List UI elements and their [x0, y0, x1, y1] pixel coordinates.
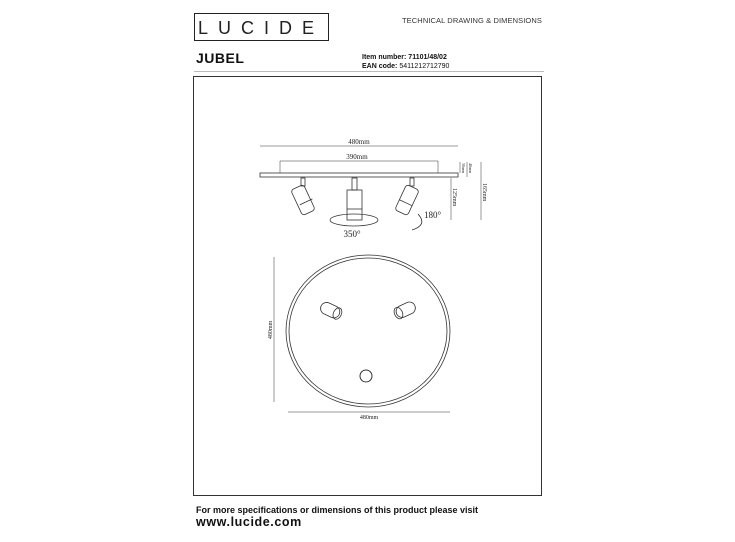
lucide-logo: LUCIDE [194, 13, 329, 41]
drawing-frame [193, 76, 542, 496]
ean-code: 5411212712790 [399, 63, 450, 70]
spot-center [329, 177, 379, 227]
svg-text:LUCIDE: LUCIDE [198, 18, 324, 38]
item-info: Item number: 71101/48/02 EAN code: 54112… [362, 53, 449, 71]
spot-bottom-center [359, 369, 373, 383]
dim-mount-width: 390mm [346, 153, 368, 161]
spot-bottom-right [393, 301, 416, 320]
bottom-view: 480mm 480mm [268, 254, 451, 421]
side-view: 480mm 390mm 350° 180° 30mm 40mm 125mm [259, 138, 487, 239]
spot-right [395, 177, 419, 216]
footer-note: For more specifications or dimensions of… [196, 505, 479, 515]
dim-total-width: 480mm [348, 138, 370, 146]
rotation-vertical: 180° [424, 210, 442, 220]
item-number-label: Item number: [362, 54, 407, 61]
dim-total-height: 165mm [481, 183, 487, 202]
spot-bottom-left [320, 302, 343, 320]
rotation-arrow-icon [411, 213, 423, 231]
website-link[interactable]: www.lucide.com [196, 515, 302, 529]
ceiling-plate [259, 172, 459, 178]
base-inner [288, 257, 448, 405]
header-divider [194, 71, 544, 72]
product-name: JUBEL [196, 50, 245, 66]
dim-width: 480mm [360, 415, 379, 421]
rotation-horizontal: 350° [343, 229, 361, 239]
dim-base-height: 40mm [468, 163, 473, 174]
spot-left [291, 177, 315, 216]
item-number: 71101/48/02 [408, 54, 447, 61]
dim-plate-height: 30mm [461, 163, 466, 174]
technical-drawing: 480mm 390mm 350° 180° 30mm 40mm 125mm [259, 138, 487, 421]
document-subtitle: TECHNICAL DRAWING & DIMENSIONS [402, 16, 542, 25]
dim-depth: 480mm [268, 321, 274, 340]
ean-label: EAN code: [362, 63, 398, 70]
base-outer [285, 254, 451, 408]
dim-spot-height: 125mm [451, 188, 457, 207]
